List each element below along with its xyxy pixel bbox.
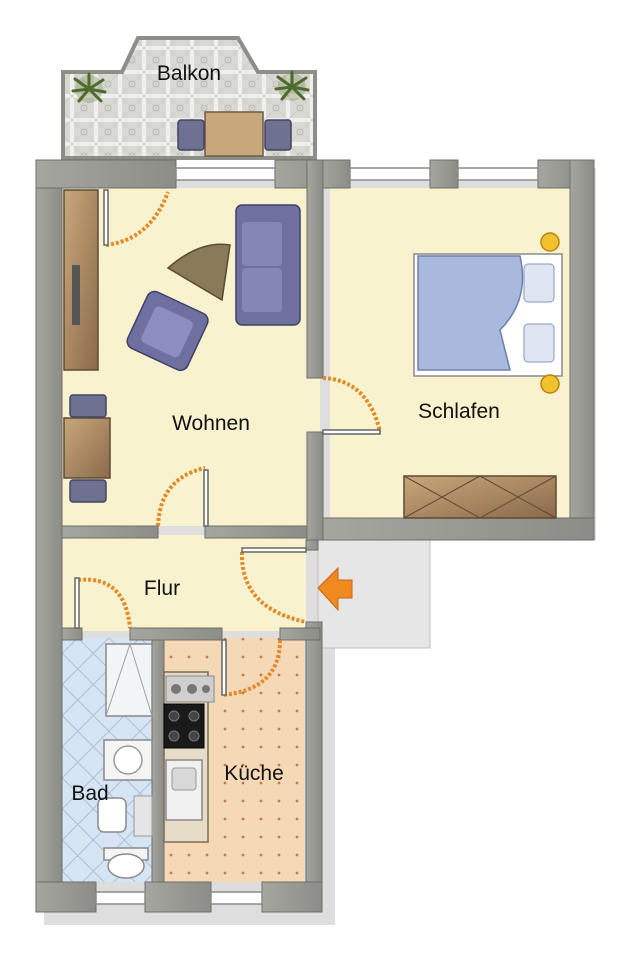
lamp-icon [540, 232, 560, 252]
door-leaves [74, 189, 381, 696]
coffee-table [166, 243, 231, 302]
dining-chair [69, 479, 107, 503]
wall-cabinet [63, 189, 99, 371]
bath-furniture [97, 642, 153, 879]
dining-table [63, 417, 111, 479]
shower [105, 642, 153, 717]
toilet [103, 847, 149, 879]
bed [413, 253, 563, 377]
armchair [126, 290, 209, 372]
balcony-chair [177, 119, 205, 151]
small-sink [97, 797, 127, 833]
wohnen-furniture [63, 189, 301, 503]
door-swings [77, 191, 382, 697]
stove-burners-icon [168, 710, 200, 742]
entry-arrow-icon [317, 566, 353, 612]
room-label-schlafen: Schlafen [418, 400, 500, 423]
schlafen-furniture [403, 232, 563, 519]
room-label-balkon: Balkon [157, 62, 221, 85]
plant-icon [71, 72, 107, 103]
balcony: Balkon [61, 36, 317, 160]
sofa [235, 204, 301, 326]
kitchen-furniture [163, 671, 215, 843]
lamp-icon [540, 374, 560, 394]
room-label-kueche: Küche [224, 762, 284, 785]
windows [95, 167, 539, 905]
fridge-top [165, 675, 215, 703]
wardrobe [403, 475, 557, 519]
walls [35, 159, 595, 913]
dining-chair [69, 394, 107, 418]
balcony-chair [264, 119, 292, 151]
washbasin [103, 739, 153, 781]
room-label-wohnen: Wohnen [172, 412, 250, 435]
room-label-flur: Flur [144, 577, 180, 600]
bath-shelf [133, 795, 153, 837]
stove [163, 703, 205, 749]
balcony-table [204, 111, 264, 157]
plant-icon [274, 70, 310, 101]
room-label-bad: Bad [71, 782, 108, 805]
